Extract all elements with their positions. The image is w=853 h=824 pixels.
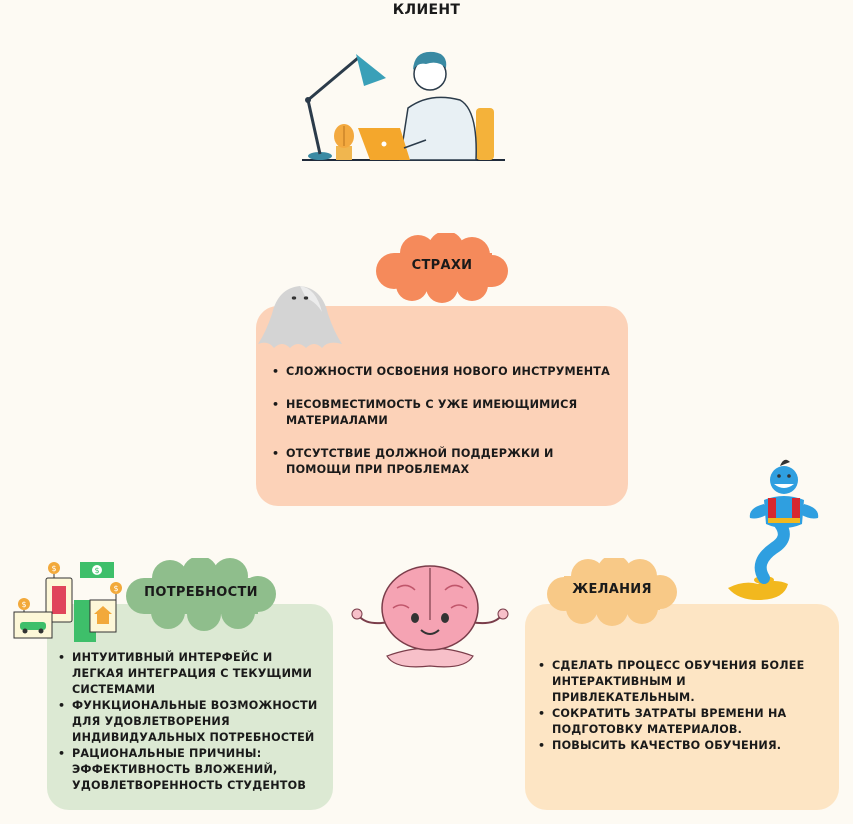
- desires-item: СДЕЛАТЬ ПРОЦЕСС ОБУЧЕНИЯ БОЛЕЕ ИНТЕРАКТИ…: [536, 658, 832, 706]
- fears-item: СЛОЖНОСТИ ОСВОЕНИЯ НОВОГО ИНСТРУМЕНТА: [270, 364, 620, 380]
- fears-heading: СТРАХИ: [411, 258, 473, 273]
- desires-heading: ЖЕЛАНИЯ: [572, 582, 652, 597]
- fears-list: СЛОЖНОСТИ ОСВОЕНИЯ НОВОГО ИНСТРУМЕНТА НЕ…: [270, 364, 620, 478]
- fears-cloud: [376, 233, 508, 303]
- genie-lamp-icon: [728, 459, 819, 600]
- svg-text:$: $: [113, 584, 118, 593]
- needs-item: РАЦИОНАЛЬНЫЕ ПРИЧИНЫ: ЭФФЕКТИВНОСТЬ ВЛОЖ…: [56, 746, 326, 794]
- client-illustration: [302, 51, 505, 161]
- desires-item: СОКРАТИТЬ ЗАТРАТЫ ВРЕМЕНИ НА ПОДГОТОВКУ …: [536, 706, 832, 738]
- meditating-brain-illustration: [351, 565, 509, 668]
- ghost-icon: [258, 286, 342, 348]
- svg-text:$: $: [51, 564, 56, 573]
- needs-list: ИНТУИТИВНЫЙ ИНТЕРФЕЙС И ЛЕГКАЯ ИНТЕГРАЦИ…: [56, 650, 326, 794]
- needs-heading: ПОТРЕБНОСТИ: [144, 585, 258, 600]
- svg-text:$: $: [21, 600, 26, 609]
- fears-item: ОТСУТСТВИЕ ДОЛЖНОЙ ПОДДЕРЖКИ И ПОМОЩИ ПР…: [270, 446, 620, 478]
- diagram-title: КЛИЕНТ: [392, 2, 461, 18]
- devices-money-icon: $ $ $ $: [13, 562, 122, 642]
- fears-item: НЕСОВМЕСТИМОСТЬ С УЖЕ ИМЕЮЩИМИСЯ МАТЕРИА…: [270, 397, 620, 429]
- desires-cloud: [547, 558, 677, 626]
- needs-item: ИНТУИТИВНЫЙ ИНТЕРФЕЙС И ЛЕГКАЯ ИНТЕГРАЦИ…: [56, 650, 326, 698]
- desires-list: СДЕЛАТЬ ПРОЦЕСС ОБУЧЕНИЯ БОЛЕЕ ИНТЕРАКТИ…: [536, 658, 832, 754]
- needs-item: ФУНКЦИОНАЛЬНЫЕ ВОЗМОЖНОСТИ ДЛЯ УДОВЛЕТВО…: [56, 698, 326, 746]
- desires-item: ПОВЫСИТЬ КАЧЕСТВО ОБУЧЕНИЯ.: [536, 738, 832, 754]
- needs-cloud: [126, 558, 276, 631]
- svg-text:$: $: [94, 566, 99, 575]
